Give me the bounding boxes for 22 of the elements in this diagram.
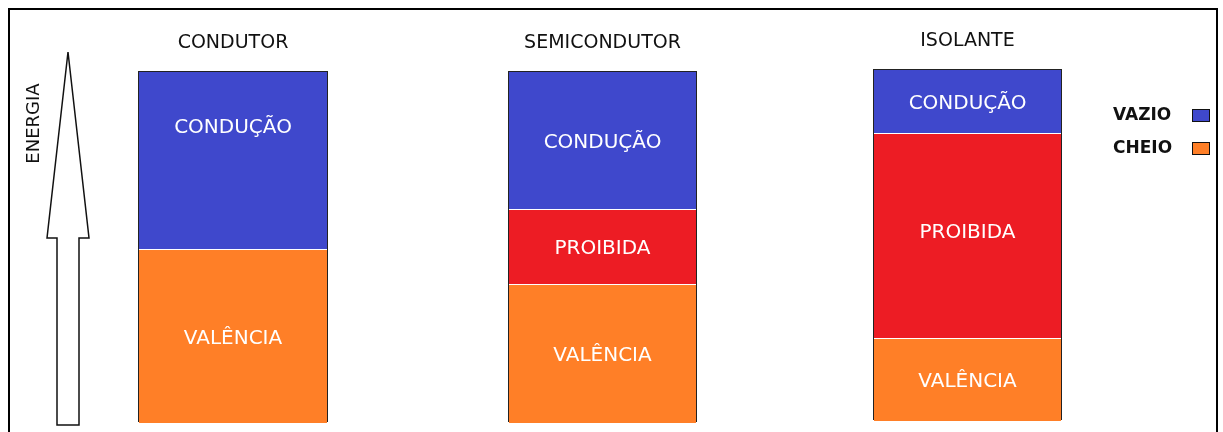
energy-band	[139, 249, 327, 423]
energy-band	[509, 72, 696, 209]
column-heading: ISOLANTE	[919, 28, 1016, 52]
legend-label: VAZIO	[1113, 104, 1172, 124]
band-label: CONDUÇÃO	[908, 89, 1027, 114]
axis-label: ENERGIA	[21, 82, 43, 166]
band-label: VALÊNCIA	[183, 324, 283, 349]
energy-band	[874, 70, 1061, 133]
band-label: CONDUÇÃO	[543, 128, 662, 153]
band-label: PROIBIDA	[919, 219, 1016, 243]
band-label: CONDUÇÃO	[174, 113, 292, 138]
column-heading: SEMICONDUTOR	[523, 30, 682, 54]
band-label: VALÊNCIA	[553, 342, 652, 366]
energy-band	[509, 209, 696, 284]
energy-band	[874, 338, 1061, 421]
band-label: PROIBIDA	[554, 235, 651, 259]
energy-band	[139, 72, 327, 249]
legend-label: CHEIO	[1113, 137, 1173, 157]
column-heading: CONDUTOR	[176, 30, 290, 54]
energy-band	[874, 133, 1061, 338]
energy-band	[509, 284, 696, 423]
band-label: VALÊNCIA	[918, 368, 1017, 392]
